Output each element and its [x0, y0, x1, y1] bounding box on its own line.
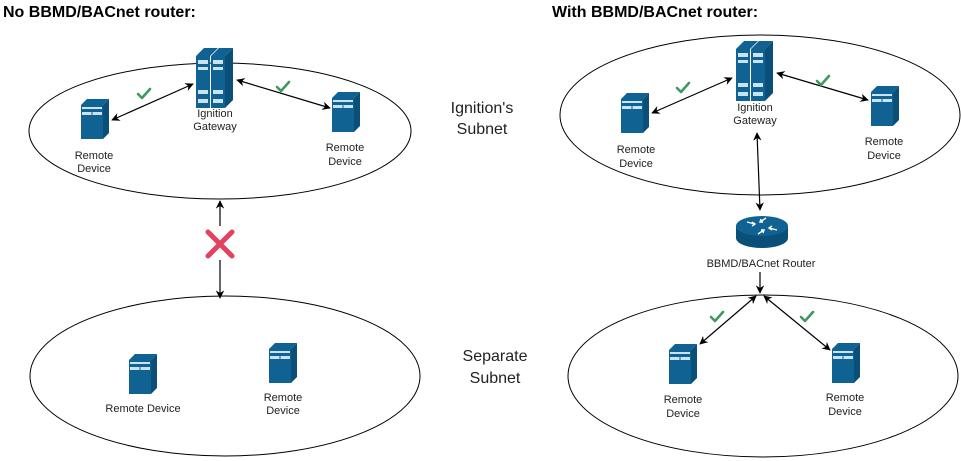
left-link-gateway-device: [236, 78, 331, 110]
check-icon: [136, 87, 152, 100]
right-panel-right-device-icon: [871, 86, 899, 126]
separate-device-1-server-icon: [129, 354, 157, 394]
cross-icon: [205, 229, 235, 259]
right-device-server-icon: [332, 92, 360, 132]
right-panel-title: With BBMD/BACnet router:: [552, 4, 758, 21]
left-device-label-1: Remote: [75, 150, 114, 162]
router-subnet-right-device-icon: [832, 343, 860, 383]
check-icon: [709, 310, 725, 323]
ignition-subnet-label-1: Ignition's: [451, 100, 514, 117]
separate-subnet-label-1: Separate: [463, 348, 528, 365]
router-label: BBMD/BACnet Router: [707, 258, 816, 270]
router-link-device-right: [763, 295, 831, 351]
right-panel-right-device-label-1: Remote: [865, 136, 904, 148]
router-subnet-right-device-label-2: Device: [828, 406, 862, 418]
right-gateway-icon: [736, 41, 773, 101]
separate-device-1-label: Remote Device: [105, 403, 180, 415]
right-device-label-2: Device: [328, 156, 362, 168]
router-subnet-left-device-label-2: Device: [666, 408, 700, 420]
separate-device-2-server-icon: [269, 343, 297, 383]
ignition-subnet-label-2: Subnet: [457, 121, 508, 138]
left-device-server-icon: [81, 99, 109, 139]
right-link-gateway-device: [776, 71, 869, 102]
right-panel-left-device-label-2: Device: [619, 158, 653, 170]
separate-subnet-label-2: Subnet: [470, 370, 521, 387]
left-gateway-label-1: Ignition: [197, 108, 232, 120]
check-icon: [675, 81, 691, 94]
left-link-device-gateway: [111, 83, 194, 121]
right-panel-left-device-label-1: Remote: [617, 144, 656, 156]
left-gateway-icon: [196, 48, 233, 108]
right-gateway-label-2: Gateway: [733, 115, 777, 127]
separate-device-2-label-1: Remote: [264, 392, 303, 404]
left-gateway-label-2: Gateway: [193, 121, 237, 133]
left-device-label-2: Device: [77, 163, 111, 175]
right-panel-left-device-icon: [621, 93, 649, 133]
router-subnet-left-device-label-1: Remote: [664, 394, 703, 406]
check-icon: [275, 80, 291, 93]
router-link-device-left: [699, 295, 757, 345]
check-icon: [815, 74, 831, 87]
gateway-router-link: [753, 132, 764, 211]
right-panel-right-device-label-2: Device: [867, 150, 901, 162]
router-subnet-right-device-label-1: Remote: [826, 392, 865, 404]
router-subnet-left-device-icon: [669, 344, 697, 384]
router-icon: [736, 216, 788, 248]
right-gateway-label-1: Ignition: [737, 102, 772, 114]
right-device-label-1: Remote: [326, 142, 365, 154]
check-icon: [799, 310, 815, 323]
left-panel-title: No BBMD/BACnet router:: [3, 4, 196, 21]
separate-device-2-label-2: Device: [266, 405, 300, 417]
right-link-device-gateway: [651, 77, 733, 114]
right-separate-subnet-ellipse: [567, 294, 959, 458]
left-separate-subnet-ellipse: [29, 295, 421, 457]
